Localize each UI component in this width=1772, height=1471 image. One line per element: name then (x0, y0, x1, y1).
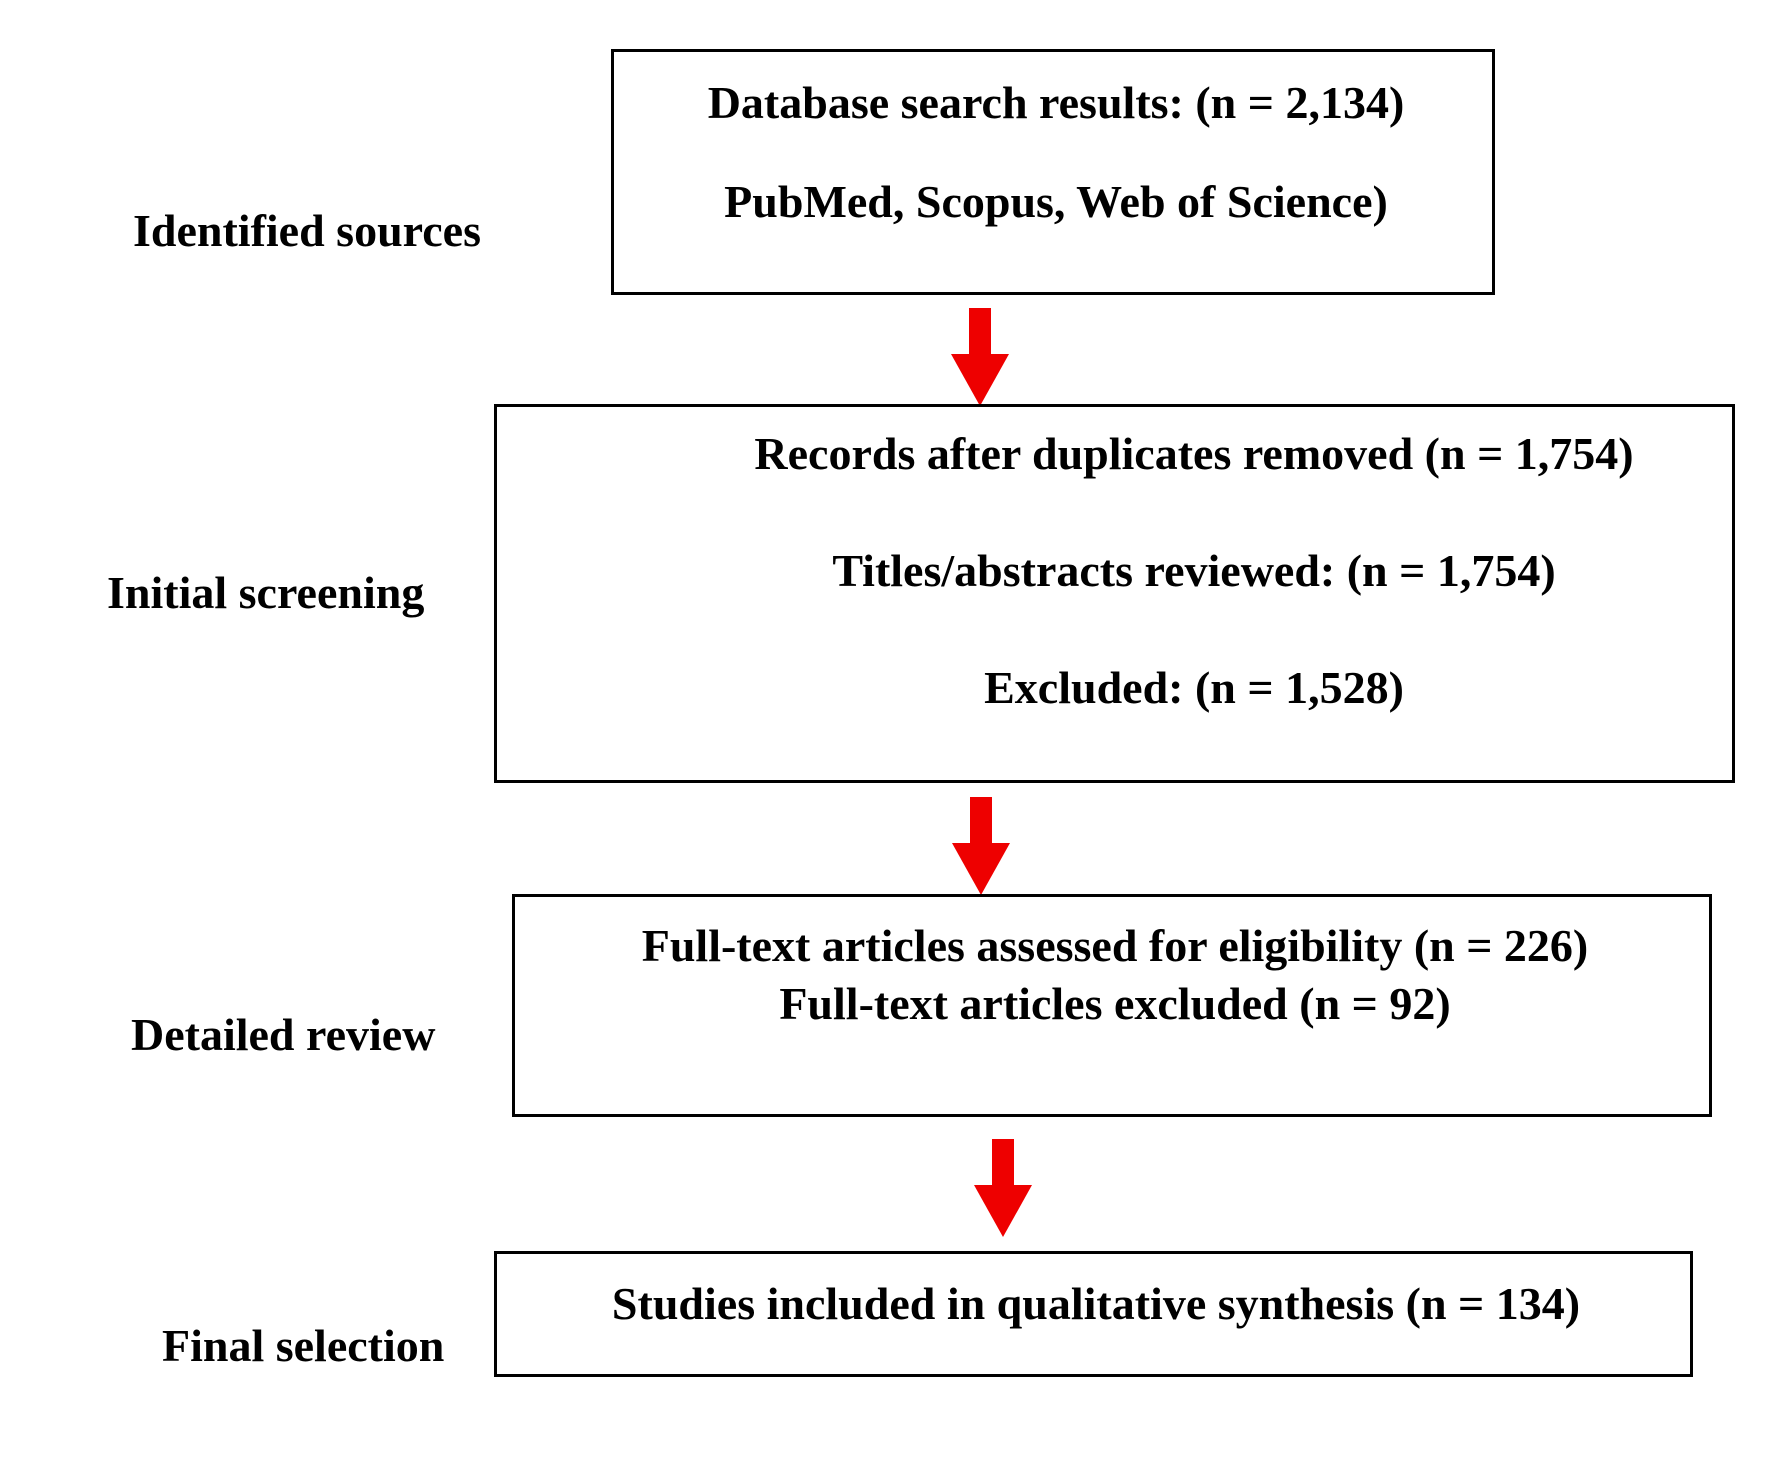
records-after-duplicates: Records after duplicates removed (n = 1,… (754, 428, 1634, 479)
stage-label-initial-screening: Initial screening (107, 567, 425, 618)
full-text-excluded: Full-text articles excluded (n = 92) (779, 978, 1451, 1029)
arrow-down-2 (952, 797, 1010, 895)
final-selection-box: Studies included in qualitative synthesi… (494, 1251, 1693, 1377)
screening-excluded: Excluded: (n = 1,528) (984, 662, 1404, 713)
stage-label-identified-sources: Identified sources (133, 205, 481, 256)
titles-abstracts-reviewed: Titles/abstracts reviewed: (n = 1,754) (832, 545, 1556, 596)
studies-included: Studies included in qualitative synthesi… (611, 1278, 1581, 1329)
arrow-down-3 (974, 1139, 1032, 1237)
search-results-count: Database search results: (n = 2,134) (707, 77, 1405, 128)
full-text-assessed: Full-text articles assessed for eligibil… (641, 920, 1589, 971)
search-databases: PubMed, Scopus, Web of Science) (724, 176, 1388, 227)
stage-label-final-selection: Final selection (162, 1320, 445, 1371)
screening-box: Records after duplicates removed (n = 1,… (494, 404, 1735, 783)
detailed-review-box: Full-text articles assessed for eligibil… (512, 894, 1712, 1117)
search-results-box: Database search results: (n = 2,134) Pub… (611, 49, 1495, 295)
arrow-down-1 (951, 308, 1009, 406)
stage-label-detailed-review: Detailed review (131, 1009, 436, 1060)
